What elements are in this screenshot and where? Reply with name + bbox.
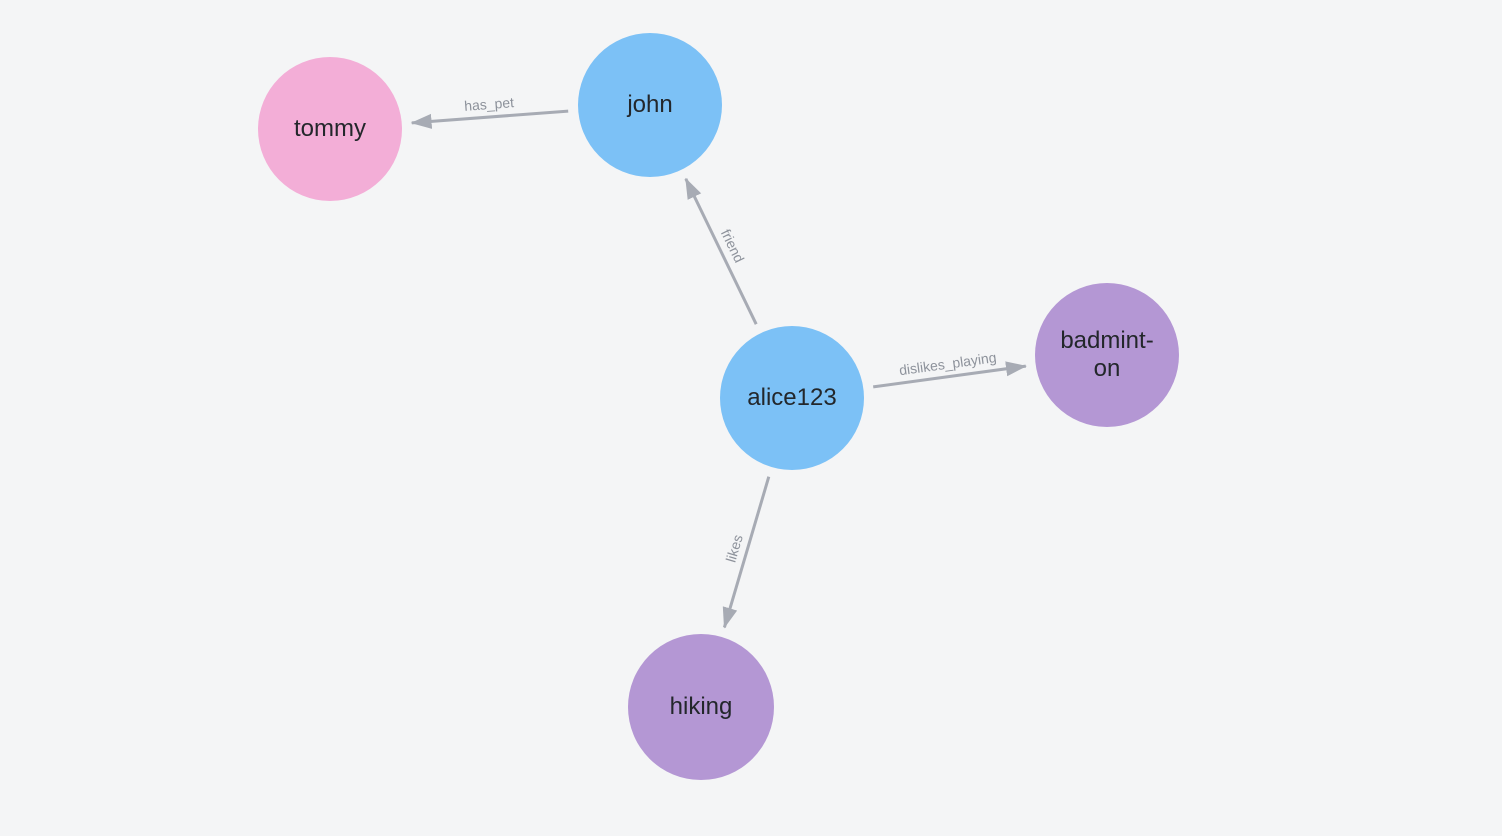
graph-node-badminton[interactable]: badmint- on — [1035, 283, 1179, 427]
edge-line-has_pet[interactable] — [410, 109, 569, 129]
graph-node-tommy[interactable]: tommy — [258, 57, 402, 201]
node-label-tommy: tommy — [294, 115, 366, 143]
edge-line-friend[interactable] — [684, 177, 758, 325]
graph-node-hiking[interactable]: hiking — [628, 634, 774, 780]
node-label-hiking: hiking — [669, 693, 733, 721]
edge-label-dislikes_playing[interactable]: dislikes_playing — [898, 349, 997, 378]
node-label-alice123: alice123 — [747, 384, 837, 412]
graph-node-john[interactable]: john — [578, 33, 722, 177]
edge-label-friend[interactable]: friend — [718, 227, 748, 266]
node-label-badminton: badmint- on — [1060, 327, 1154, 382]
node-label-john: john — [627, 91, 673, 119]
edge-line-likes[interactable] — [722, 476, 771, 629]
edge-label-has_pet[interactable]: has_pet — [464, 94, 515, 114]
graph-node-alice123[interactable]: alice123 — [720, 326, 864, 470]
edge-label-likes[interactable]: likes — [723, 533, 746, 564]
edge-line-dislikes_playing[interactable] — [872, 361, 1027, 389]
